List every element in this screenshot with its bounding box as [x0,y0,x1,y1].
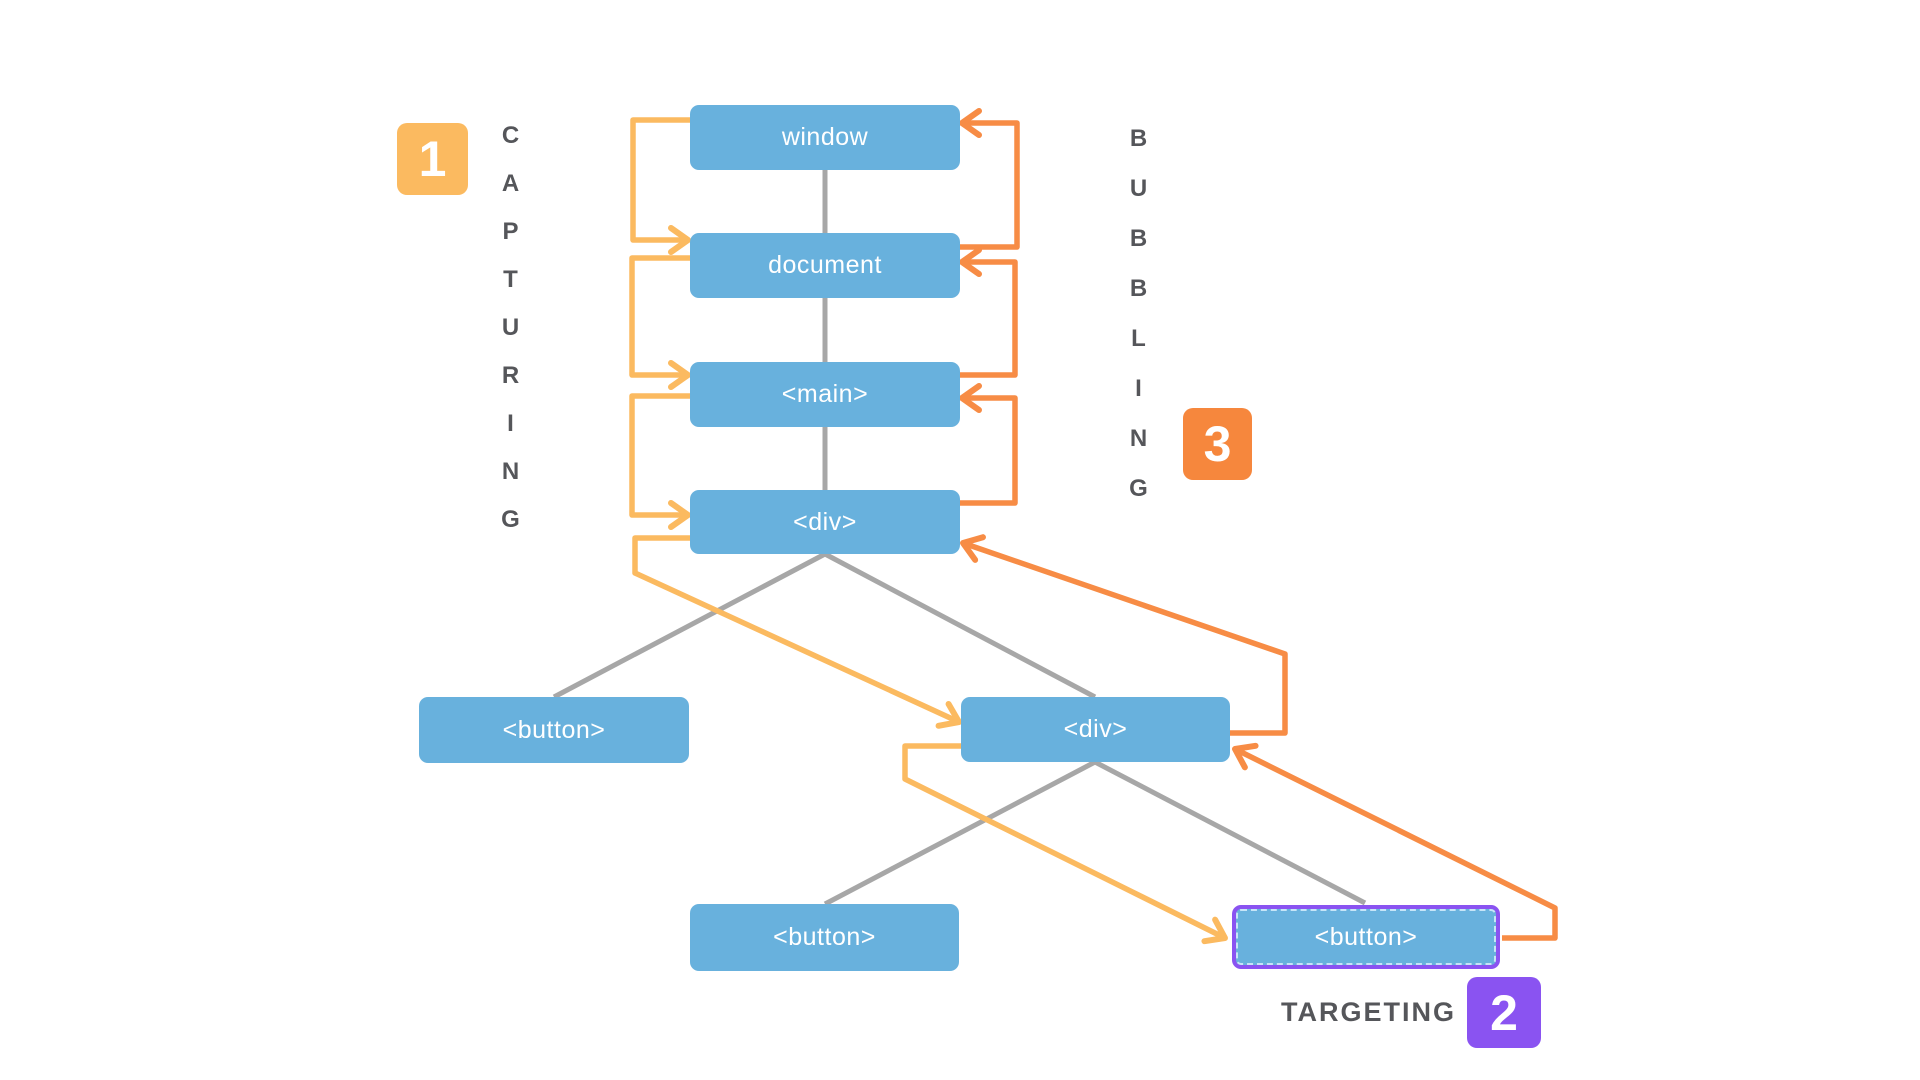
node-window: window [690,105,960,170]
node-document: document [690,233,960,298]
targeting-phase-label: TARGETING [1281,997,1456,1027]
capturing-phase-badge: 1 [397,123,468,195]
bubble-arrow-main-document [959,247,1018,378]
bubble-arrow-target-div2 [1232,742,1558,941]
bubbling-phase-badge: 3 [1183,408,1252,480]
capture-arrow-main-div1 [629,393,691,530]
bubble-arrow-div1-main [959,383,1018,506]
tree-line-div2-button-target [1093,759,1367,906]
capture-arrow-document-main [629,255,691,390]
node-button-target: <button> [1232,905,1500,969]
node-button-bottom-left: <button> [690,904,959,971]
node-button-left: <button> [419,697,689,763]
node-div-outer: <div> [690,490,960,554]
tree-line-div2-button-bottom [823,759,1097,907]
targeting-phase-badge: 2 [1467,977,1541,1048]
node-div-inner: <div> [961,697,1230,762]
tree-line-div1-div2 [823,551,1097,700]
capture-arrow-window-document [630,117,691,255]
node-main: <main> [690,362,960,427]
capturing-phase-label: CAPTURING [497,122,524,554]
tree-line-div1-button-left [552,551,827,700]
capture-arrow-div1-div2 [632,535,962,729]
bubbling-phase-label: BUBBLING [1125,125,1152,525]
capture-arrow-div2-target [902,743,1228,945]
bubble-arrow-document-window [959,108,1020,250]
bubble-arrow-div2-div1 [960,534,1288,736]
